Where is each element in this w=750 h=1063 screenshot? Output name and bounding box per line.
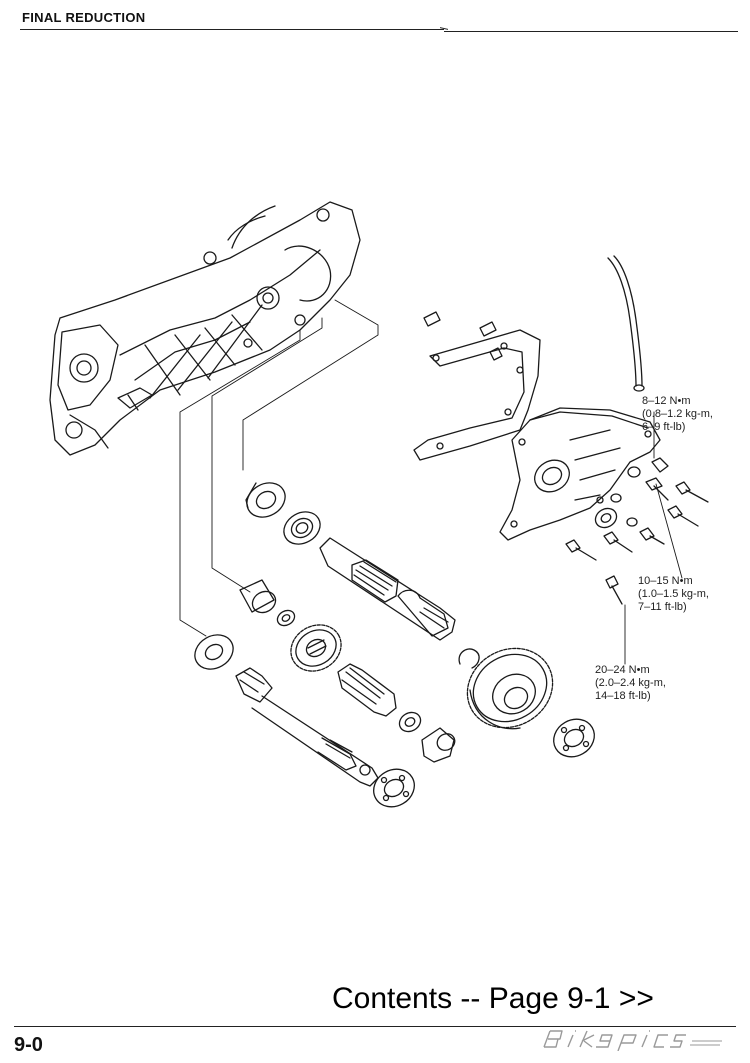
bearing-upper: [245, 482, 286, 518]
torque-spec-3-kgm: (2.0–2.4 kg-m,: [595, 677, 666, 689]
torque-spec-3-value: 20–24 N•m: [595, 664, 650, 676]
needle-bearing: [421, 727, 456, 763]
torque-spec-1: 8–12 N•m (0.8–1.2 kg-m, 6–9 ft-lb): [642, 395, 713, 434]
torque-spec-2-kgm: (1.0–1.5 kg-m,: [638, 588, 709, 600]
torque-spec-2-ftlb: 7–11 ft-lb): [638, 601, 687, 613]
footer-rule: [14, 1026, 736, 1027]
countershaft: [337, 663, 397, 717]
transmission-cover: [499, 407, 661, 541]
torque-spec-3-ftlb: 14–18 ft-lb): [595, 690, 651, 702]
torque-spec-1-kgm: (0.8–1.2 kg-m,: [642, 408, 713, 420]
breather-tube: [607, 255, 645, 392]
crankcase-housing: [49, 201, 361, 456]
collar-bearing: [239, 579, 277, 614]
bikepics-watermark-logo: [543, 1030, 722, 1051]
page-header-title: FINAL REDUCTION: [22, 10, 146, 25]
bearing-drive-end: [373, 768, 415, 808]
washer-small: [276, 609, 296, 627]
washer-mid: [398, 711, 422, 733]
bearing-lower-left: [194, 634, 234, 670]
torque-spec-1-value: 8–12 N•m: [642, 395, 691, 407]
bearing-right: [553, 718, 595, 758]
cover-oil-seal: [594, 507, 618, 529]
header-rule-right: [444, 31, 738, 32]
torque-spec-2: 10–15 N•m (1.0–1.5 kg-m, 7–11 ft-lb): [638, 575, 709, 614]
torque-spec-2-value: 10–15 N•m: [638, 575, 693, 587]
cover-fasteners: [565, 457, 709, 605]
circlip: [458, 648, 480, 669]
header-rule: [20, 29, 444, 30]
dowel-pins: [423, 311, 497, 337]
page-number: 9-0: [14, 1034, 43, 1056]
next-page-link[interactable]: Contents -- Page 9-1 >>: [332, 982, 654, 1015]
counter-gear: [290, 624, 342, 672]
drive-shaft: [235, 667, 379, 787]
final-shaft: [319, 537, 456, 641]
torque-spec-1-ftlb: 6–9 ft-lb): [642, 421, 686, 433]
gasket: [413, 329, 541, 461]
final-gear: [466, 647, 554, 730]
torque-spec-3: 20–24 N•m (2.0–2.4 kg-m, 14–18 ft-lb): [595, 664, 666, 703]
oil-seal: [283, 511, 321, 545]
